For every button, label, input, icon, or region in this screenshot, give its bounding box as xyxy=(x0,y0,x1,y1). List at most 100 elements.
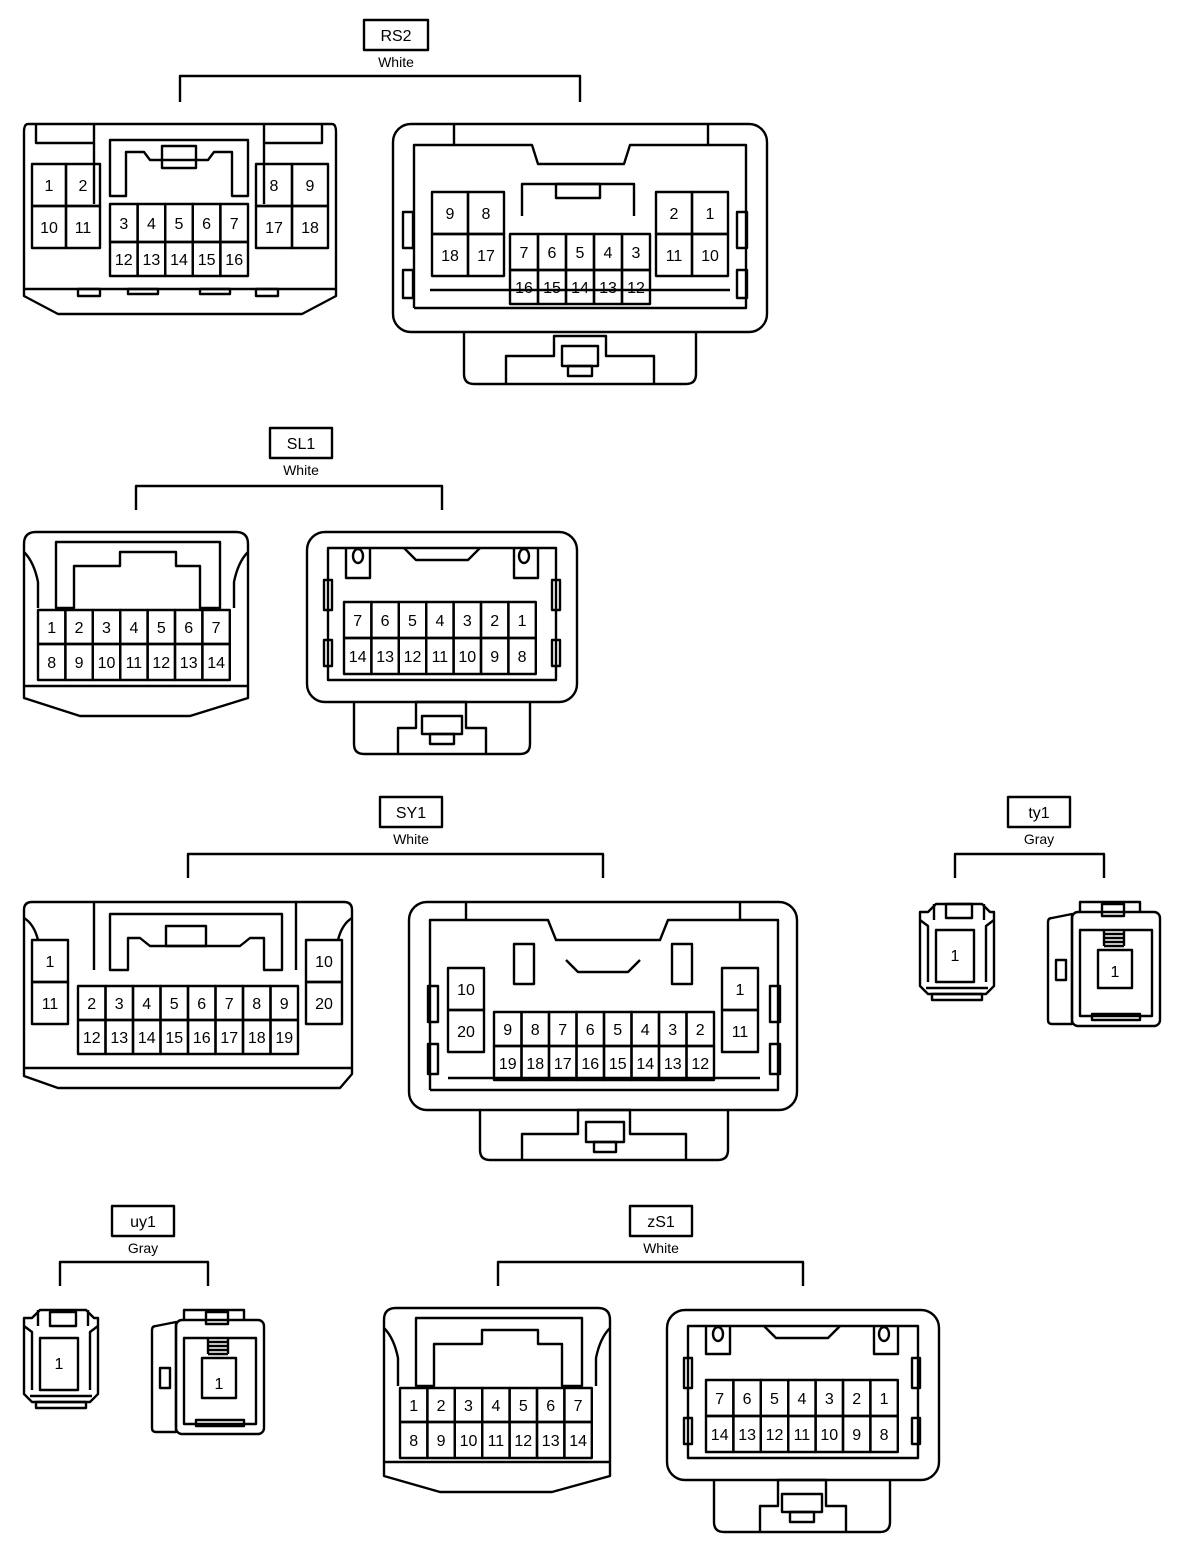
zs1-pair-bracket xyxy=(496,1260,805,1286)
pin-number: 12 xyxy=(766,1427,784,1444)
uy1-female-pin-cell xyxy=(200,1356,238,1400)
pin-cell xyxy=(64,204,102,250)
pin-number: 14 xyxy=(571,280,589,297)
pin-number: 2 xyxy=(670,206,679,223)
pin-number: 11 xyxy=(432,649,449,666)
pin-number: 12 xyxy=(152,655,170,672)
pin-number: 8 xyxy=(252,996,261,1013)
pin-number: 13 xyxy=(738,1427,756,1444)
pin-number: 1 xyxy=(409,1398,418,1415)
pin-number: 13 xyxy=(143,252,161,269)
rs2-female-lock-tab xyxy=(462,332,698,386)
pin-number: 14 xyxy=(170,252,188,269)
pin-number: 1 xyxy=(45,178,54,195)
sy1-male-latch xyxy=(108,912,284,972)
pin-number: 3 xyxy=(102,620,111,637)
pin-number: 8 xyxy=(880,1427,889,1444)
rs2-code: RS2 xyxy=(380,28,411,45)
pin-number: 2 xyxy=(490,613,499,630)
pin-number: 8 xyxy=(482,206,491,223)
pin-cell xyxy=(720,1008,760,1054)
pin-number: 3 xyxy=(825,1391,834,1408)
sy1-female-lock-tab xyxy=(478,1110,730,1162)
ty1-female-housing xyxy=(1070,910,1162,1028)
pin-number: 13 xyxy=(180,655,198,672)
pin-number: 4 xyxy=(142,996,151,1013)
pin-number: 4 xyxy=(491,1398,500,1415)
pin-number: 11 xyxy=(732,1024,749,1041)
zs1-female-lock-tab xyxy=(712,1480,892,1534)
pin-number: 8 xyxy=(47,655,56,672)
pin-number: 6 xyxy=(548,245,557,262)
pin-number: 7 xyxy=(558,1022,567,1039)
pin-number: 2 xyxy=(696,1022,705,1039)
pin-number: 9 xyxy=(75,655,84,672)
pin-number: 6 xyxy=(197,996,206,1013)
sl1-male-latch xyxy=(54,540,222,610)
pin-number: 1 xyxy=(736,982,745,999)
pin-number: 12 xyxy=(115,252,133,269)
pin-number: 18 xyxy=(441,248,459,265)
uy1-male-view: 1 xyxy=(22,1308,100,1410)
pin-number: 1 xyxy=(880,1391,889,1408)
pin-cell xyxy=(466,232,506,278)
ty1-male-pin-cell xyxy=(934,928,976,984)
pin-number: 1 xyxy=(706,206,715,223)
pin-number: 10 xyxy=(315,954,333,971)
sy1-pair-bracket xyxy=(186,852,605,878)
pin-number: 2 xyxy=(87,996,96,1013)
pin-number: 16 xyxy=(225,252,243,269)
pin-number: 1 xyxy=(47,620,56,637)
ty1-female-view: 1 xyxy=(1046,900,1162,1028)
pin-number: 14 xyxy=(349,649,367,666)
pin-number: 2 xyxy=(437,1398,446,1415)
pin-number: 5 xyxy=(770,1391,779,1408)
pin-number: 17 xyxy=(477,248,495,265)
pin-number: 6 xyxy=(202,216,211,233)
zs1-male-latch xyxy=(414,1316,584,1388)
pin-number: 5 xyxy=(175,216,184,233)
pin-number: 17 xyxy=(554,1056,572,1073)
pin-number: 7 xyxy=(212,620,221,637)
connector-uy1: uy1 Gray 1 1 xyxy=(22,1204,266,1436)
pin-number: 3 xyxy=(119,216,128,233)
sl1-code-box xyxy=(268,426,334,460)
pin-number: 9 xyxy=(490,649,499,666)
pin-number: 6 xyxy=(381,613,390,630)
pin-number: 14 xyxy=(636,1056,654,1073)
sl1-pair-bracket xyxy=(134,484,444,510)
sy1-code-box xyxy=(378,795,444,829)
pin-cell xyxy=(620,268,652,306)
pin-cell xyxy=(446,1008,486,1054)
pin-cell xyxy=(563,1420,594,1460)
sl1-code: SL1 xyxy=(287,436,316,453)
pin-number: 12 xyxy=(83,1030,101,1047)
pin-number: 19 xyxy=(499,1056,517,1073)
sy1-male-housing xyxy=(22,900,354,1090)
uy1-color: Gray xyxy=(128,1240,158,1256)
pin-number: 4 xyxy=(129,620,138,637)
pin-number: 10 xyxy=(701,248,719,265)
pin-number: 17 xyxy=(265,220,283,237)
pin-number: 13 xyxy=(664,1056,682,1073)
uy1-pair-bracket xyxy=(58,1260,210,1286)
pin-cell xyxy=(869,1414,900,1454)
pin-number: 19 xyxy=(275,1030,293,1047)
pin-number: 9 xyxy=(852,1427,861,1444)
